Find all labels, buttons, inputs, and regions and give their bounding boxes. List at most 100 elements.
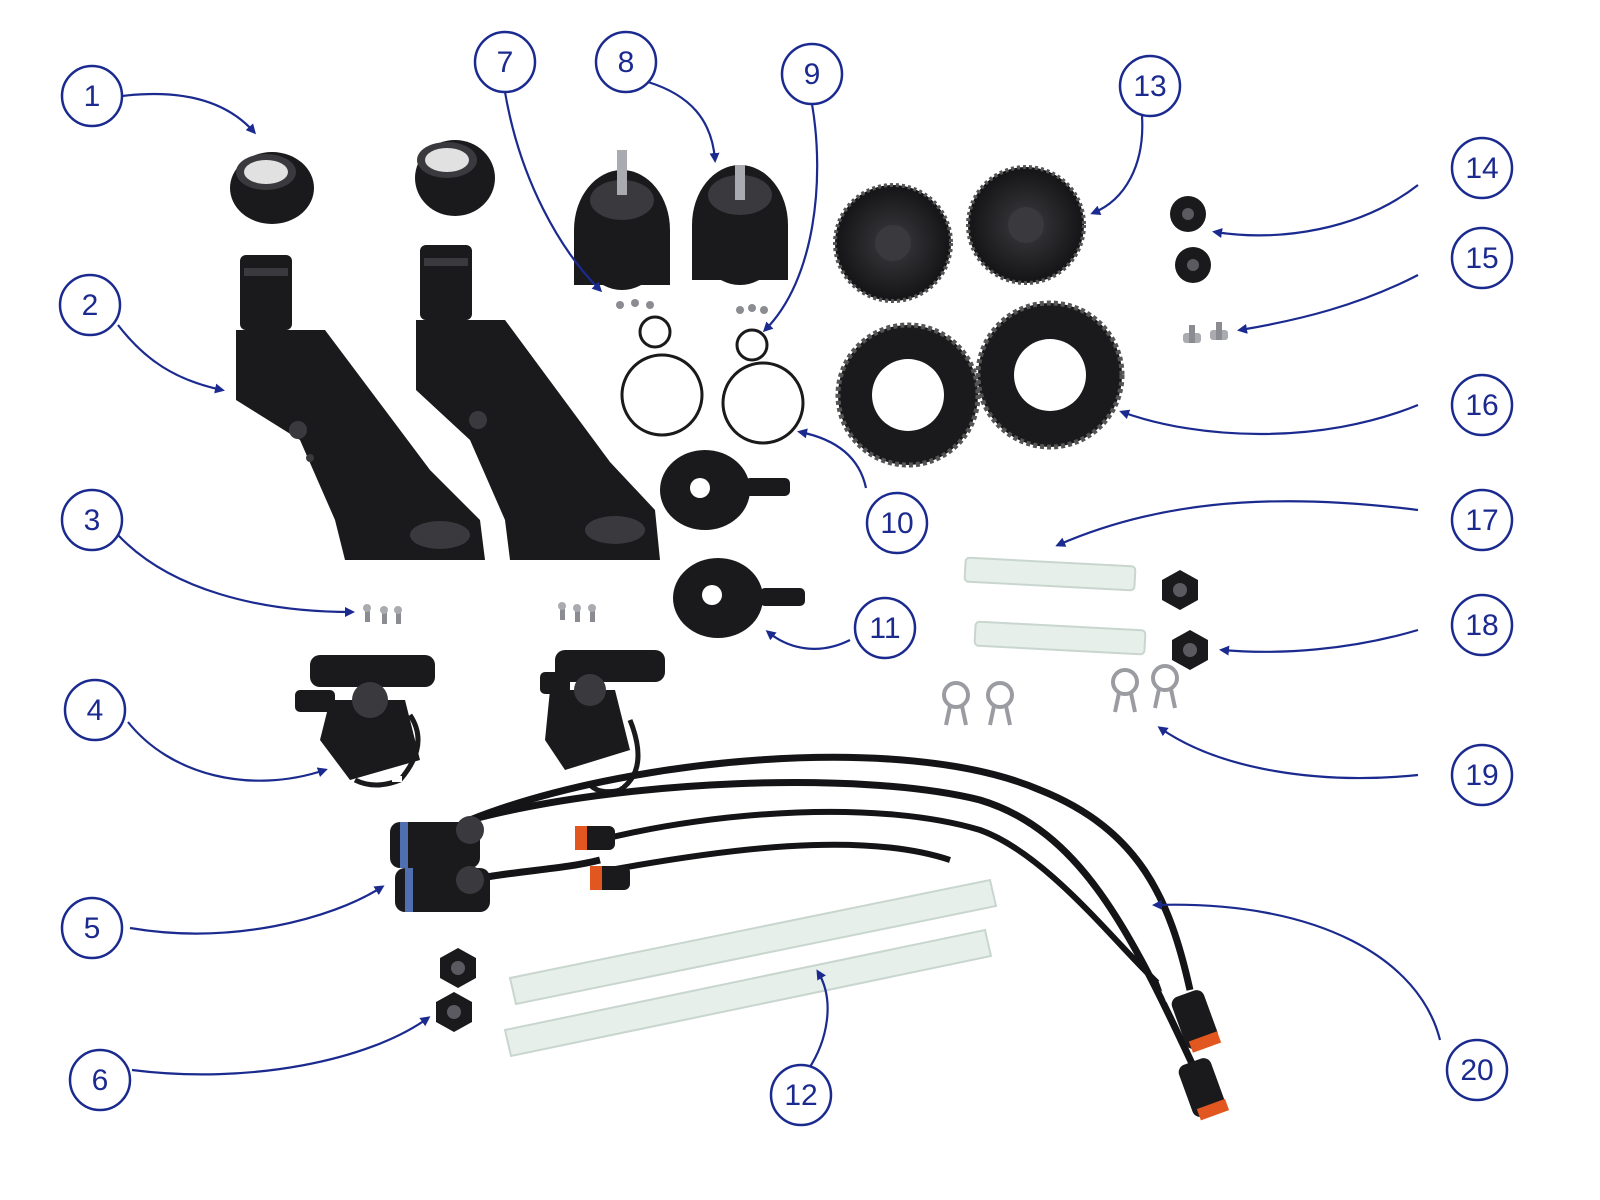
callout-circle: [60, 488, 124, 552]
motor-screws: [616, 299, 768, 314]
callout-number: 16: [1465, 389, 1498, 422]
arrow-8: [647, 80, 720, 163]
small-knobs: [1170, 196, 1211, 283]
hex-nuts-right: [1162, 570, 1208, 670]
callout-circle: [1450, 373, 1514, 437]
callout-circle: [1450, 593, 1514, 657]
arrow-16: [1119, 403, 1419, 436]
callout-number: 9: [804, 58, 821, 91]
arrow-9: [762, 103, 819, 333]
bracket-arm-left: [236, 255, 485, 560]
callout-circle: [780, 42, 844, 106]
callout-circle: [1450, 136, 1514, 200]
callout-number: 7: [497, 46, 514, 79]
bracket-screws-right: [558, 602, 596, 622]
callout-circle: [1450, 743, 1514, 807]
arrow-3: [117, 534, 355, 617]
ring-gear-left: [835, 322, 981, 468]
callout-circle: [63, 678, 127, 742]
arrow-4: [127, 721, 328, 782]
callout-number: 10: [880, 507, 913, 540]
short-tubes: [963, 556, 1147, 656]
callout-2: 2: [58, 273, 122, 337]
callout-circle: [1450, 488, 1514, 552]
callout-circle: [60, 896, 124, 960]
callout-number: 2: [82, 289, 99, 322]
hose-clamps: [942, 664, 1179, 726]
callout-11: 11: [853, 596, 917, 660]
callout-10: 10: [865, 491, 929, 555]
arrow-7: [503, 91, 603, 293]
callout-number: 13: [1133, 70, 1166, 103]
nozzle-cap-lower: [673, 558, 805, 638]
callout-15: 15: [1450, 226, 1514, 290]
thumb-screws: [1183, 322, 1228, 343]
callout-number: 5: [84, 912, 101, 945]
spur-gear-left: [833, 183, 953, 303]
callout-circle: [594, 30, 658, 94]
callout-number: 8: [618, 46, 635, 79]
callout-circle: [769, 1063, 833, 1127]
callout-circle: [68, 1048, 132, 1112]
arrow-6: [131, 1016, 431, 1076]
callout-circle: [473, 30, 537, 94]
hex-nuts-left: [436, 948, 476, 1032]
arrow-1: [121, 92, 256, 135]
callout-circle: [865, 491, 929, 555]
callout-4: 4: [63, 678, 127, 742]
callout-13: 13: [1118, 54, 1182, 118]
callout-7: 7: [473, 30, 537, 94]
arrow-17: [1055, 500, 1419, 547]
pump-left: [295, 655, 435, 788]
callout-number: 1: [84, 80, 101, 113]
arrow-14: [1212, 184, 1419, 239]
callout-18: 18: [1450, 593, 1514, 657]
arrow-19: [1157, 726, 1419, 780]
callout-8: 8: [594, 30, 658, 94]
arrow-2: [117, 324, 225, 394]
callout-5: 5: [60, 896, 124, 960]
cable-harness: [390, 753, 1230, 1121]
callout-9: 9: [780, 42, 844, 106]
callout-circle: [58, 273, 122, 337]
callout-17: 17: [1450, 488, 1514, 552]
callout-circle: [60, 64, 124, 128]
callout-number: 14: [1465, 152, 1498, 185]
callout-circle: [1450, 226, 1514, 290]
callout-number: 12: [784, 1079, 817, 1112]
nozzle-cap-upper: [660, 450, 790, 530]
callout-number: 17: [1465, 504, 1498, 537]
callout-circle: [1445, 1038, 1509, 1102]
callout-circle: [1118, 54, 1182, 118]
bracket-arm-right: [416, 245, 660, 560]
spur-gear-right: [966, 165, 1086, 285]
motor-right: [692, 165, 788, 285]
callout-14: 14: [1450, 136, 1514, 200]
callout-number: 11: [869, 612, 900, 645]
callout-20: 20: [1445, 1038, 1509, 1102]
callout-12: 12: [769, 1063, 833, 1127]
arrow-10: [797, 428, 868, 489]
parts-layer: [230, 140, 1230, 1121]
callout-16: 16: [1450, 373, 1514, 437]
arrow-18: [1219, 628, 1419, 656]
arrow-12: [807, 969, 829, 1071]
callout-1: 1: [60, 64, 124, 128]
long-tubes: [503, 878, 998, 1058]
callout-arrows: [117, 80, 1442, 1076]
callout-number: 6: [92, 1064, 109, 1097]
callout-19: 19: [1450, 743, 1514, 807]
callout-number: 18: [1465, 609, 1498, 642]
small-o-rings: [638, 315, 769, 362]
callout-number: 20: [1460, 1054, 1493, 1087]
collar-ring-right: [415, 140, 495, 216]
motor-left: [574, 150, 670, 290]
arrow-15: [1237, 274, 1419, 334]
callout-number: 4: [87, 694, 104, 727]
bracket-screws-left: [363, 604, 402, 624]
callout-6: 6: [68, 1048, 132, 1112]
arrow-11: [765, 630, 851, 650]
arrow-20: [1152, 899, 1442, 1041]
